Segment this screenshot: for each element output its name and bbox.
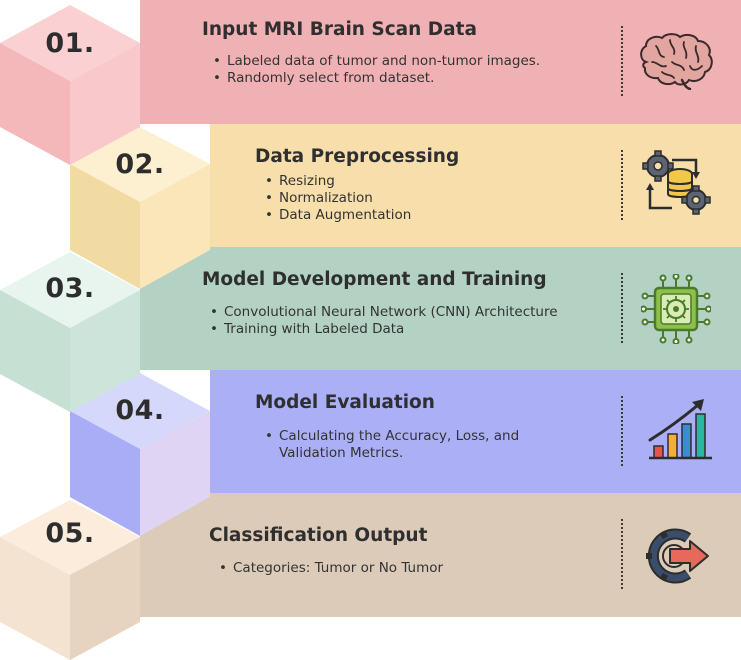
bullet-item: Normalization [263, 190, 411, 207]
gears-database-icon [642, 150, 711, 215]
cube-step-1 [0, 5, 140, 165]
step-5-title: Classification Output [209, 525, 428, 546]
step-5-band [140, 493, 741, 617]
step-1-divider [621, 26, 623, 96]
step-4-number: 04. [115, 395, 165, 426]
bullet-continuation: Validation Metrics. [279, 445, 404, 461]
cube-step-2 [70, 127, 210, 289]
step-1-bullets: Labeled data of tumor and non-tumor imag… [211, 53, 540, 87]
step-1-number: 01. [45, 28, 95, 59]
cube-step-4 [70, 373, 210, 536]
bullet-item: Categories: Tumor or No Tumor [217, 560, 443, 577]
step-2-title: Data Preprocessing [255, 146, 460, 167]
growth-chart-icon [648, 399, 712, 460]
step-3-bullets: Convolutional Neural Network (CNN) Archi… [208, 304, 558, 338]
step-4-bullets: Calculating the Accuracy, Loss, and Vali… [263, 428, 519, 462]
step-3-number: 03. [45, 273, 95, 304]
step-5-number: 05. [45, 518, 95, 549]
bullet-item: Resizing [263, 173, 411, 190]
ai-chip-icon [641, 274, 711, 344]
step-5-bullets: Categories: Tumor or No Tumor [217, 560, 443, 577]
bullet-item: Labeled data of tumor and non-tumor imag… [211, 53, 540, 70]
step-1-title: Input MRI Brain Scan Data [202, 19, 477, 40]
bullet-item: Calculating the Accuracy, Loss, and Vali… [263, 428, 519, 462]
step-5-divider [621, 519, 623, 589]
cube-step-5 [0, 500, 140, 660]
brain-icon [640, 33, 713, 90]
bullet-item: Data Augmentation [263, 207, 411, 224]
cube-step-3 [0, 252, 140, 412]
bullet-text: Calculating the Accuracy, Loss, and [279, 428, 520, 444]
step-4-title: Model Evaluation [255, 392, 435, 413]
bullet-item: Training with Labeled Data [208, 321, 558, 338]
step-2-number: 02. [115, 149, 165, 180]
bullet-item: Convolutional Neural Network (CNN) Archi… [208, 304, 558, 321]
step-3-title: Model Development and Training [202, 269, 547, 290]
step-2-divider [621, 150, 623, 220]
step-2-bullets: Resizing Normalization Data Augmentation [263, 173, 411, 224]
bullet-item: Randomly select from dataset. [211, 70, 540, 87]
output-arrow-icon [646, 528, 709, 584]
step-4-divider [621, 396, 623, 466]
step-3-divider [621, 273, 623, 343]
